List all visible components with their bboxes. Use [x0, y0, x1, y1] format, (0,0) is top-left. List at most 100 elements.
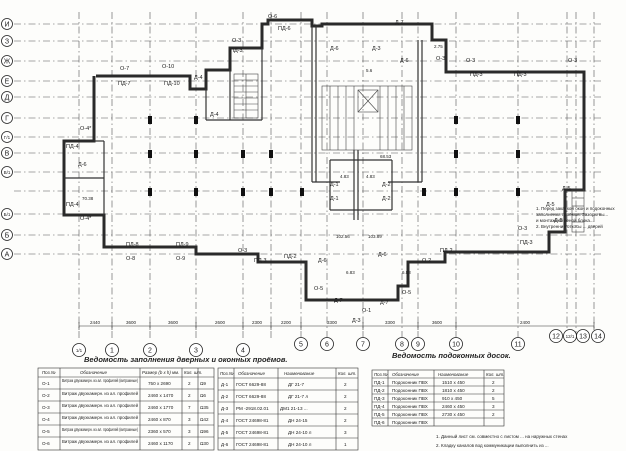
table-cell: ГОСТ 6629-88 — [236, 382, 266, 387]
table-cell: 2 — [188, 441, 191, 446]
door-label: Д-7 — [380, 300, 389, 306]
axis-letter: И — [4, 22, 9, 29]
sill-label: ПД-3 — [520, 240, 533, 246]
table-cell: ДГ 21-7 — [288, 382, 305, 387]
dimension-value: 2400 — [520, 320, 531, 325]
table-cell: Ω6 — [200, 393, 206, 398]
table-cell: ПД-2 — [374, 388, 385, 393]
note-text: 1. Данный лист см. совместно с листом ..… — [436, 433, 568, 439]
doors-schedule-table: Поз.№ Обозначение Наименование Кол. шт. … — [217, 367, 359, 451]
sill-label: ПД-6 — [278, 26, 291, 32]
table-cell: Подоконник ПВХ — [392, 388, 428, 393]
dimension-value: 3600 — [126, 320, 137, 325]
table-cell: ПД-1 — [374, 380, 385, 385]
table-header: Поз.№ — [374, 372, 388, 377]
table-header: Кол. шт. — [338, 371, 356, 376]
table-cell: Подоконник ПВХ — [392, 412, 428, 417]
table-cell: ДМ1 21-13 ... — [280, 406, 308, 411]
axis-number: 14 — [594, 334, 602, 341]
window-label: О-4* — [80, 126, 92, 132]
table-cell: 2 — [492, 412, 495, 417]
table-cell: ДН 24-10 л — [288, 430, 312, 435]
window-label: О-3 — [436, 56, 445, 62]
table-cell: О-6 — [42, 441, 50, 446]
room-area: 70.38 — [82, 196, 94, 201]
window-label: О-8 — [126, 256, 135, 262]
table-title: Ведомость подоконных досок. — [392, 351, 511, 360]
axis-number: 13 — [579, 334, 587, 341]
table-header: Кол. шт. — [184, 370, 202, 375]
plan-labels: О-6 ПД-6 Д-7 О-7 О-10 ПД-7 ПД-10 Д-4 Д-4… — [66, 14, 577, 324]
table-cell: 2 — [344, 418, 347, 423]
door-label: Д-2 — [382, 196, 391, 202]
table-cell: 2 — [344, 382, 347, 387]
dimension-value: 3300 — [385, 320, 396, 325]
table-cell: ПД-5 — [374, 412, 385, 417]
axis-bubbles-numbers: 1/1 1 2 3 4 5 6 7 8 9 10 11 12 12/1 13 1… — [72, 329, 605, 357]
sill-label: ПД-9 — [176, 242, 189, 248]
axis-number: 8 — [400, 342, 404, 349]
sill-label: ПД-4 — [66, 144, 79, 150]
window-label: О-3 — [232, 38, 241, 44]
dimension-value: 2200 — [281, 320, 292, 325]
stair-center — [321, 85, 413, 151]
table-cell: 2 — [492, 380, 495, 385]
room-area: 103.89 — [368, 234, 382, 239]
axis-letter: Г — [5, 116, 9, 123]
table-cell: 3 — [492, 404, 495, 409]
table-cell: Подоконник ПВХ — [392, 380, 428, 385]
door-label: Д-5 — [562, 186, 571, 192]
table-cell: Подоконник ПВХ — [392, 420, 428, 425]
table-cell: Д-6 — [221, 442, 229, 447]
table-cell: ГОСТ 6629-88 — [236, 394, 266, 399]
note-text: 2. Кладку каналов вод коммуникации выпол… — [436, 443, 549, 448]
table-cell: 750 х 2690 — [148, 381, 171, 386]
sill-label: ПД-8 — [126, 242, 139, 248]
table-cell: ДГ 21-7 л — [288, 394, 308, 399]
axis-letter: А — [5, 252, 10, 259]
window-label: О-3 — [238, 248, 247, 254]
table-header: Наименование — [438, 372, 469, 377]
table-cell: 2460 х 870 — [148, 417, 171, 422]
axis-bubbles-letters: И З Ж Е Д Г Г/1 В В/1 Б/1 Б А — [1, 18, 13, 260]
table-cell: Витраж двухкамерн. из ал. профилей — [62, 438, 138, 444]
table-cell: ГОСТ 24698-81 — [236, 418, 269, 423]
door-label: Д-3 — [352, 318, 361, 324]
door-label: Д-2 — [382, 182, 391, 188]
table-cell: ПД-3 — [374, 396, 385, 401]
dimension-value: 2600 — [215, 320, 226, 325]
table-cell: Ω9 — [200, 381, 206, 386]
axis-number: 4 — [241, 348, 245, 355]
table-cell: О-1 — [42, 381, 50, 386]
bottom-notes: 1. Данный лист см. совместно с листом ..… — [436, 433, 568, 448]
table-cell: Д-5 — [221, 430, 229, 435]
table-cell: Ω96 — [200, 429, 209, 434]
sill-label: ПД-10 — [164, 81, 180, 87]
table-title: Ведомость заполнения дверных и оконных п… — [84, 355, 287, 364]
axis-number: 12/1 — [566, 334, 575, 339]
table-cell: 2 — [188, 393, 191, 398]
table-header: Обозначение — [238, 371, 265, 376]
window-label: О-6 — [268, 14, 277, 20]
window-label: О-10 — [162, 64, 174, 70]
table-cell: ПД-4 — [374, 404, 385, 409]
table-header: Кол. шт. — [486, 372, 504, 377]
axis-number: 11 — [514, 342, 521, 349]
room-area: 102.56 — [336, 234, 350, 239]
window-label: О-3 — [466, 58, 475, 64]
axis-number: 9 — [416, 342, 420, 349]
sill-label: ПД-2 — [284, 254, 297, 260]
sill-label: ПД-4 — [66, 202, 79, 208]
axis-letter: З — [5, 39, 9, 46]
table-cell: Ω35 — [200, 405, 209, 410]
table-cell: 1 — [344, 442, 347, 447]
table-cell: 3 — [188, 417, 191, 422]
room-area: 6.83 — [346, 270, 355, 275]
axis-number: 6 — [325, 342, 329, 349]
structural-columns — [148, 116, 520, 196]
table-header: Поз.№ — [220, 371, 234, 376]
door-label: Д-1 — [330, 182, 339, 188]
window-label: О-5 — [402, 290, 411, 296]
table-cell: Подоконник ПВХ — [392, 404, 428, 409]
